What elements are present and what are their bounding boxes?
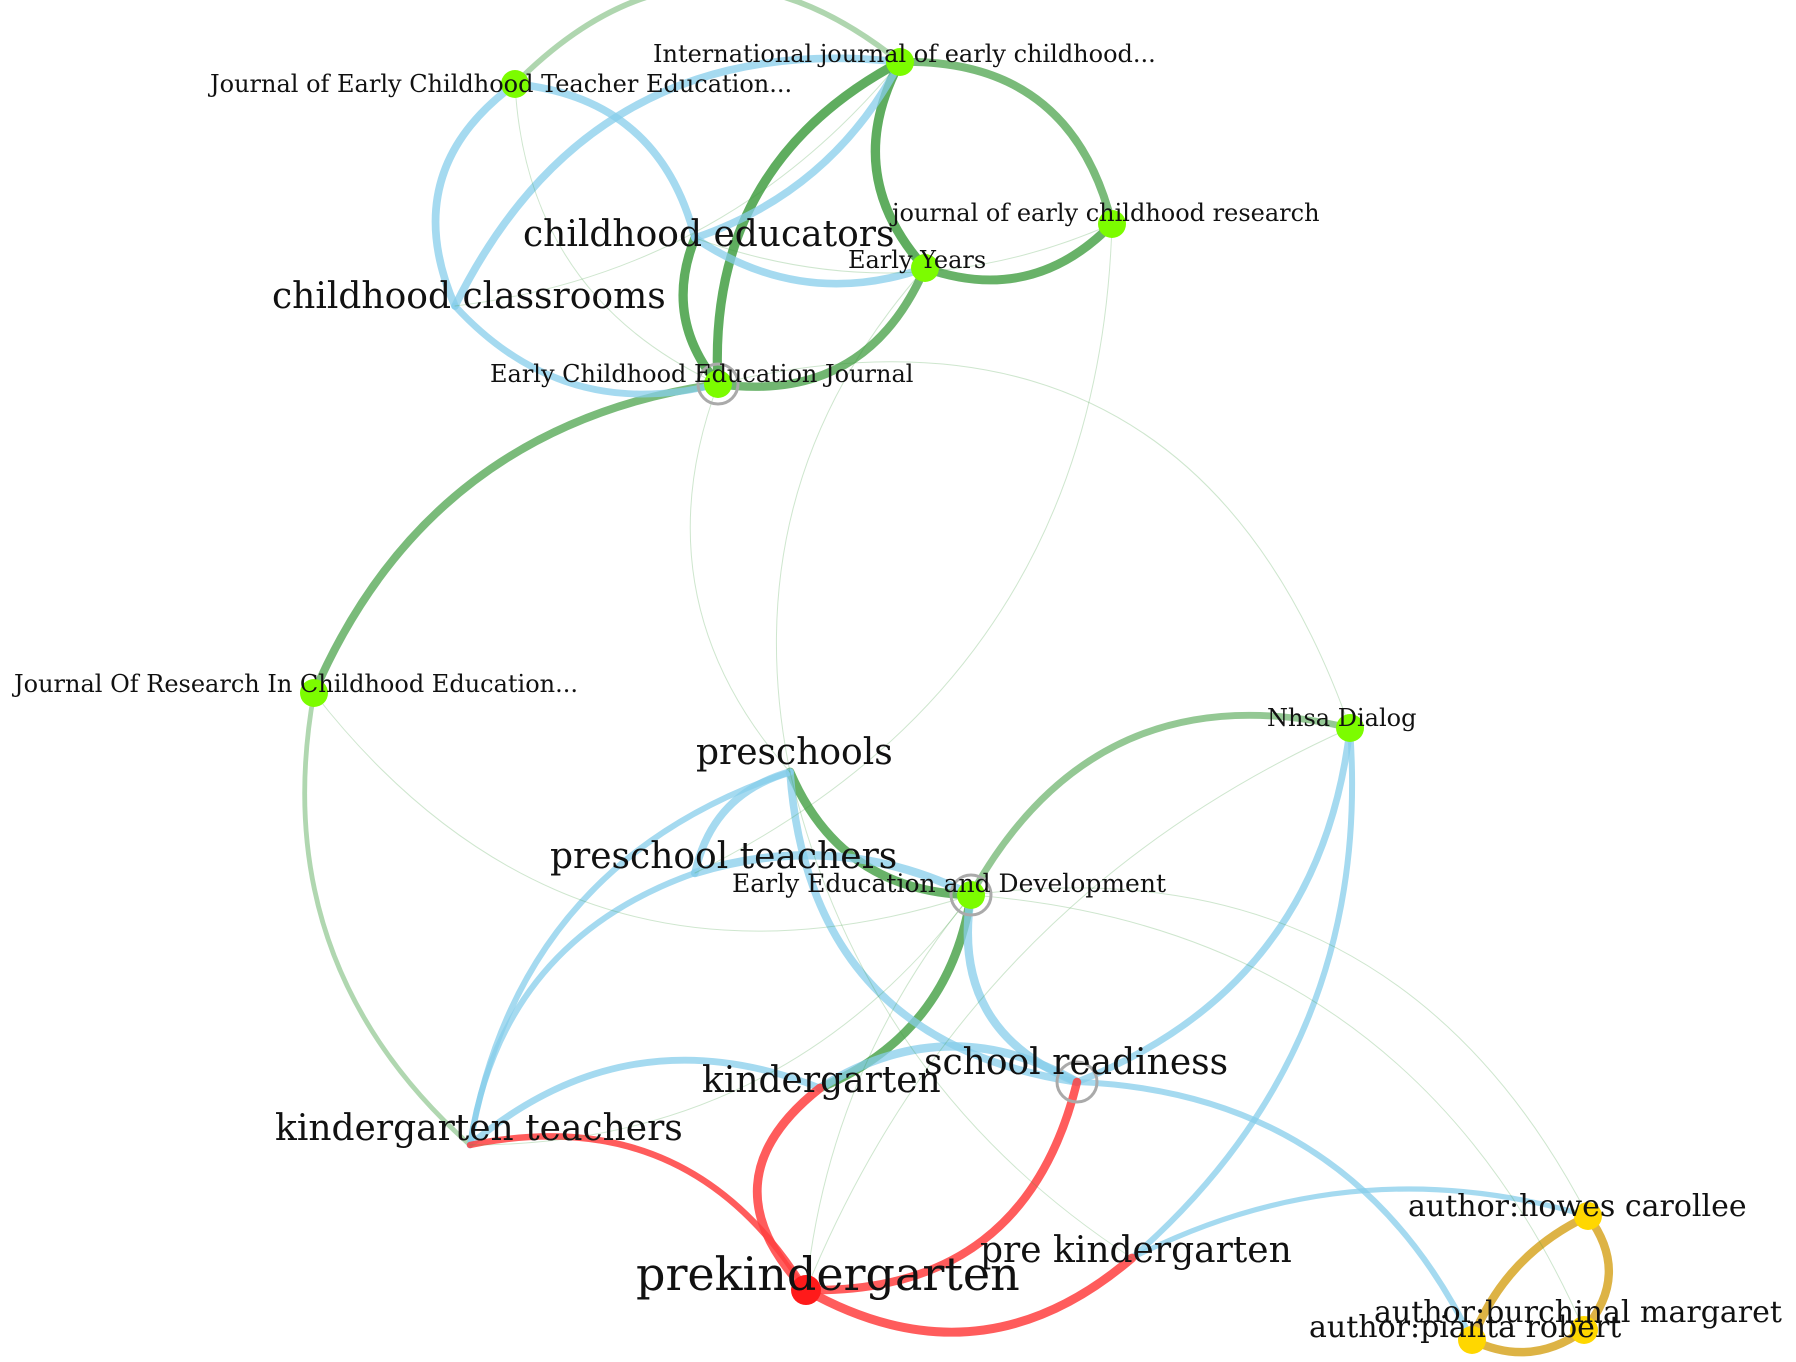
edge-eed-burch [970,894,1585,1331]
edge-ecej-jrce [310,380,722,697]
node-label-ecej[interactable]: Early Childhood Education Journal [490,360,913,388]
node-label-jecr[interactable]: journal of early childhood research [889,199,1320,227]
edge-eed-nhsa [967,711,1354,899]
node-eed[interactable] [957,881,985,909]
edge-ced-ey [691,234,929,288]
node-pianta[interactable] [1458,1326,1486,1354]
edge-jecte-ijec [512,0,903,87]
node-label-nhsa[interactable]: Nhsa Dialog [1267,704,1416,732]
node-label-kt[interactable]: kindergarten teachers [275,1108,683,1149]
graph-edges [302,0,1613,1357]
edge-ced-ijec [691,58,904,242]
edge-pt-kt [467,870,698,1148]
edge-nhsa-prek2 [1129,725,1356,1261]
edge-jecr-ey [920,219,1117,285]
graph-labels: Journal of Early Childhood Teacher Educa… [11,40,1782,1345]
edge-howes-pianta [1467,1211,1593,1345]
edge-ijec-ccl [454,61,901,307]
edge-jecte-ced [511,80,699,242]
edge-ey-pre [776,267,926,773]
edge-pre-prek2 [789,771,1133,1259]
edge-eed-prek [805,894,972,1291]
node-jecr[interactable] [1098,210,1126,238]
node-label-prek2[interactable]: pre kindergarten [980,1230,1292,1271]
node-ecej[interactable] [704,370,732,398]
edge-ecej-nhsa [717,361,1351,729]
edge-ced-jecr [694,223,1113,274]
node-label-sr[interactable]: school readiness [924,1042,1228,1083]
node-label-jecte[interactable]: Journal of Early Childhood Teacher Educa… [207,70,792,98]
node-nhsa[interactable] [1336,714,1364,742]
selection-ring-eed [949,873,993,917]
edge-pt-eed [690,851,976,900]
selection-ring-sr [1055,1060,1099,1104]
node-burch[interactable] [1570,1316,1598,1344]
edge-ecej-pre [689,383,791,773]
edge-ccl-ijec [451,54,904,310]
node-label-kg[interactable]: kindergarten [702,1060,941,1101]
node-label-pianta[interactable]: author:pianta robert [1309,1310,1621,1345]
node-jrce[interactable] [300,679,328,707]
edge-jrce-eed [313,692,972,932]
node-label-pt[interactable]: preschool teachers [550,836,897,877]
node-label-howes[interactable]: author:howes carollee [1408,1189,1747,1224]
node-label-prek[interactable]: prekindergarten [636,1247,1020,1301]
edge-ccl-ecej [451,302,722,398]
node-label-ccl[interactable]: childhood classrooms [272,276,666,317]
edge-jrce-kt [302,690,473,1148]
node-label-ey[interactable]: Early Years [848,246,986,274]
edge-sr-prek [801,1077,1082,1295]
edge-nhsa-sr [1073,724,1354,1086]
node-howes[interactable] [1574,1202,1602,1230]
edge-ijec-jecr [896,57,1116,228]
node-prek[interactable] [791,1275,821,1305]
edge-jecte-ecej [514,83,719,385]
edge-eed-howes [970,887,1589,1217]
edge-kt-eed [469,894,972,1146]
edge-kg-sr [815,1042,1082,1093]
edge-kg-prek [752,1083,825,1295]
node-label-eed[interactable]: Early Education and Development [732,869,1166,898]
node-label-ijec[interactable]: International journal of early childhood… [653,40,1156,68]
edge-prek2-howes [1129,1186,1591,1261]
edge-kt-kg [466,1056,824,1149]
edge-jecte-ccl [431,80,519,310]
edge-ey-ecej [713,263,930,391]
edge-sr-pianta [1074,1079,1475,1343]
node-ijec[interactable] [886,48,914,76]
edge-prek-prek2 [801,1253,1137,1337]
selection-ring-ecej [696,362,740,406]
edge-howes-burch [1579,1211,1613,1335]
edge-jecr-pt [694,223,1113,874]
edge-ijec-ecej [712,57,905,389]
graph-nodes [300,48,1602,1354]
edge-nhsa-prek [805,727,1351,1291]
edge-pre-sr [786,768,1081,1086]
node-label-pre[interactable]: preschools [696,732,893,773]
node-jecte[interactable] [501,70,529,98]
node-ey[interactable] [911,254,939,282]
node-label-ced[interactable]: childhood educators [523,214,894,255]
node-label-burch[interactable]: author:burchinal margaret [1374,1295,1782,1330]
edge-burch-pianta [1467,1325,1589,1357]
node-label-jrce[interactable]: Journal Of Research In Childhood Educati… [11,670,578,698]
